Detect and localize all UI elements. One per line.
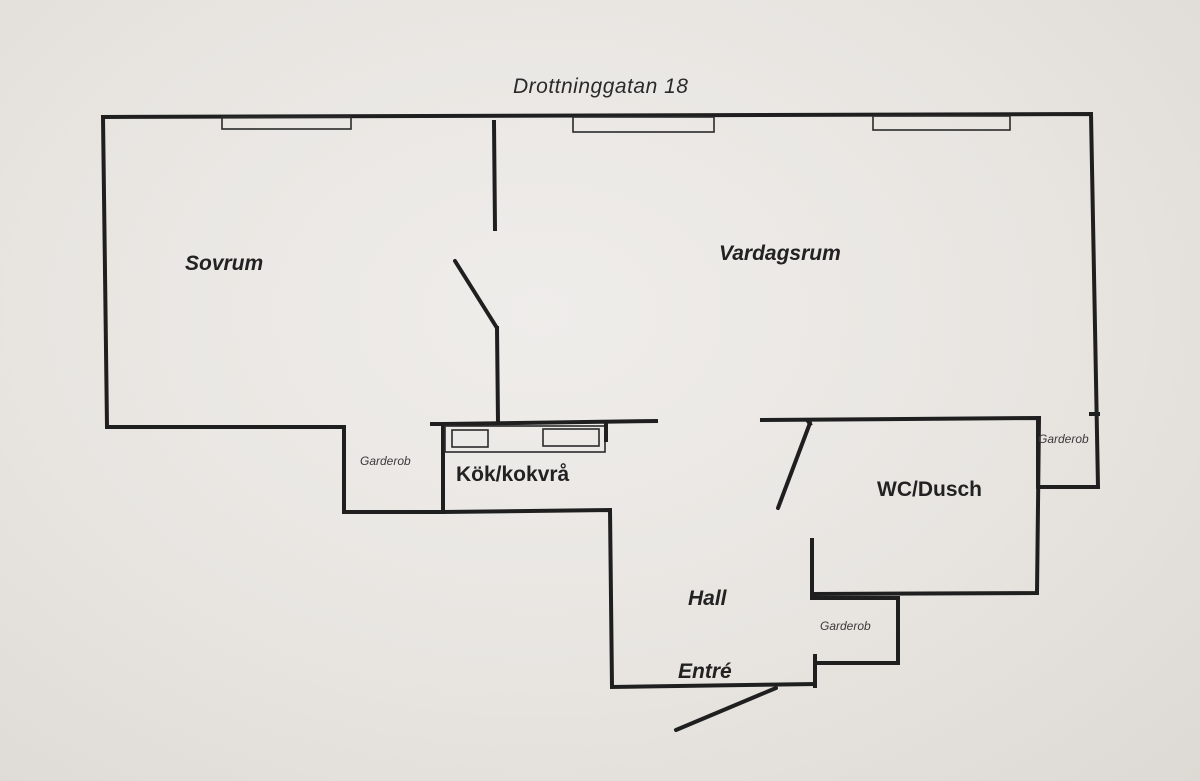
address-title: Drottninggatan 18 <box>513 75 689 98</box>
storage-label-garderob-right: Garderob <box>1038 432 1089 446</box>
wall-garderob-left <box>342 425 445 514</box>
kitchen-sink <box>542 428 600 447</box>
outer-wall-top-left <box>100 111 1101 489</box>
door-sovrum <box>453 259 499 330</box>
wall-divider-bottom <box>494 325 501 425</box>
wall-hall-left <box>440 507 818 690</box>
storage-label-garderob-left: Garderob <box>360 454 411 468</box>
door-entre <box>674 686 778 732</box>
wall-garderob-hall <box>813 596 900 665</box>
room-label-vardagsrum: Vardagsrum <box>719 242 841 265</box>
room-label-sovrum: Sovrum <box>185 252 264 275</box>
window-vardagsrum-right <box>872 115 1011 131</box>
wall-divider-top <box>491 119 498 232</box>
wall-kitchen-top <box>440 418 659 427</box>
storage-label-garderob-hall: Garderob <box>820 619 871 633</box>
room-label-entre: Entré <box>678 660 732 683</box>
kitchen-stove <box>451 429 489 448</box>
wall-wc-top <box>759 415 1042 597</box>
window-vardagsrum-left <box>572 116 715 133</box>
room-label-wc: WC/Dusch <box>877 478 982 501</box>
room-label-kok: Kök/kokvrå <box>456 463 570 486</box>
room-label-hall: Hall <box>688 587 727 610</box>
window-sovrum <box>221 116 352 130</box>
door-wc <box>776 421 812 510</box>
wall-kitchen-left <box>430 422 445 514</box>
